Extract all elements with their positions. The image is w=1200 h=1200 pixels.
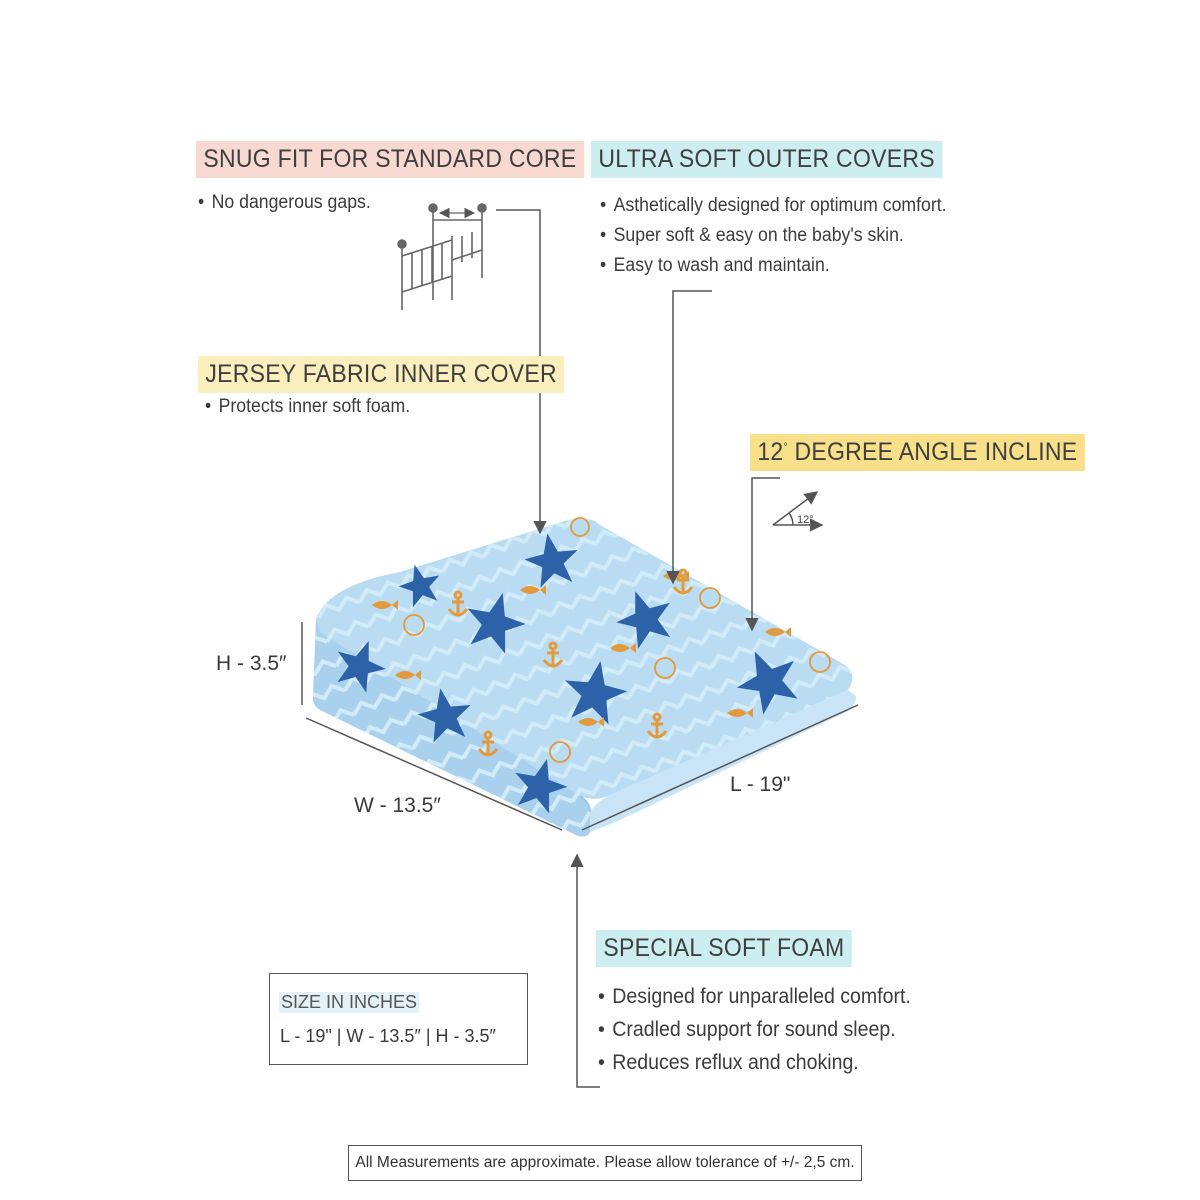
height-label: H - 3.5″ bbox=[216, 652, 287, 675]
wedge-pillow-image bbox=[312, 517, 856, 837]
width-label: W - 13.5″ bbox=[354, 794, 441, 817]
foam-bullet-3: Reduces reflux and choking. bbox=[598, 1046, 911, 1079]
incline-heading-text: DEGREE ANGLE INCLINE bbox=[794, 438, 1078, 466]
inner-cover-bullets: Protects inner soft foam. bbox=[205, 392, 426, 422]
inner-cover-heading: JERSEY FABRIC INNER COVER bbox=[198, 356, 565, 393]
foam-heading: SPECIAL SOFT FOAM bbox=[596, 930, 852, 967]
starfish-icon bbox=[337, 533, 798, 814]
outer-bullet-3: Easy to wash and maintain. bbox=[600, 251, 947, 281]
snug-fit-bullets: No dangerous gaps. bbox=[198, 188, 384, 218]
outer-cover-heading: ULTRA SOFT OUTER COVERS bbox=[591, 141, 943, 178]
angle-icon-label: 12° bbox=[797, 514, 814, 526]
angle-icon bbox=[772, 491, 824, 532]
foam-bullets: Designed for unparalleled comfort. Cradl… bbox=[598, 980, 934, 1079]
outer-bullet-1: Asthetically designed for optimum comfor… bbox=[600, 191, 947, 221]
compass-icon bbox=[403, 517, 831, 763]
snug-fit-heading: SNUG FIT FOR STANDARD CORE bbox=[196, 141, 584, 178]
outer-bullet-2: Super soft & easy on the baby's skin. bbox=[600, 221, 947, 251]
measurement-disclaimer: All Measurements are approximate. Please… bbox=[348, 1145, 862, 1181]
foam-bullet-1: Designed for unparalleled comfort. bbox=[598, 980, 911, 1013]
crib-icon bbox=[397, 203, 487, 310]
callout-arrows bbox=[496, 209, 780, 1088]
dimension-lines bbox=[301, 622, 859, 831]
incline-heading-number: 12 bbox=[757, 438, 784, 466]
length-label: L - 19" bbox=[730, 773, 791, 796]
outer-cover-bullets: Asthetically designed for optimum comfor… bbox=[600, 191, 973, 281]
snug-bullet-1: No dangerous gaps. bbox=[198, 188, 371, 218]
foam-bullet-2: Cradled support for sound sleep. bbox=[598, 1013, 911, 1046]
incline-heading-degree: ° bbox=[783, 441, 788, 454]
incline-heading: 12° DEGREE ANGLE INCLINE bbox=[750, 434, 1085, 471]
size-box: SIZE IN INCHES L - 19" | W - 13.5″ | H -… bbox=[269, 973, 528, 1065]
size-box-title: SIZE IN INCHES bbox=[279, 992, 420, 1013]
size-box-values: L - 19" | W - 13.5″ | H - 3.5″ bbox=[280, 1026, 496, 1046]
inner-bullet-1: Protects inner soft foam. bbox=[205, 392, 411, 422]
